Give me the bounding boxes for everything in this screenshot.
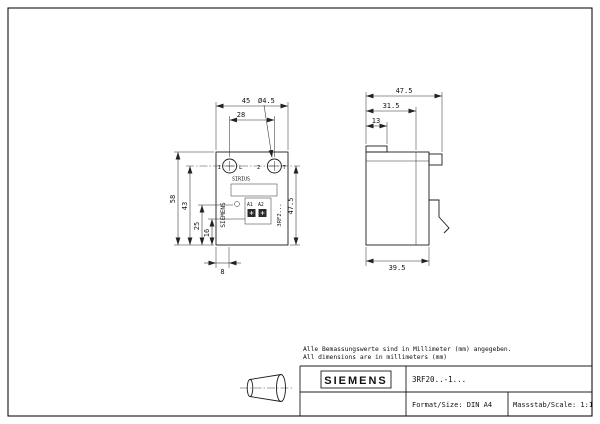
relay-body-side	[365, 151, 430, 246]
dim-front-width: 45	[242, 97, 250, 105]
dim-8: 8	[220, 268, 224, 276]
part-number: 3RF20..-1...	[412, 375, 466, 384]
dim-side-13: 13	[372, 117, 380, 125]
relay-body-front	[215, 151, 289, 246]
side-view-dimensions: 47.5 31.5 13 39.5	[365, 87, 443, 272]
rear-terminal	[428, 153, 443, 166]
side-view	[365, 145, 450, 246]
screw-terminal-1-icon	[222, 158, 238, 174]
dim-hole-diameter: Ø4.5	[258, 97, 275, 105]
notes: Alle Bemassungswerte sind in Millimeter …	[303, 346, 512, 361]
projection-symbol-icon	[240, 374, 292, 402]
front-view-dimensions: 45 28 Ø4.5 58 43 25 16 47.5 8	[169, 97, 300, 276]
dim-hole-spacing: 28	[237, 111, 245, 119]
brand-logo-box	[320, 370, 392, 389]
dim-front-height: 58	[169, 195, 177, 203]
front-view: 1 L 2 T SIRIUS A1 A2 SIEMENS 3RF2...	[186, 151, 300, 246]
dim-25: 25	[193, 222, 201, 230]
note-line-de: Alle Bemassungswerte sind in Millimeter …	[303, 346, 512, 353]
model-vertical-label: 3RF2...	[277, 203, 283, 226]
front-tab	[365, 145, 388, 153]
terminal-label-2: 2	[257, 165, 260, 171]
a1-label: A1	[247, 202, 253, 208]
status-led-icon	[234, 201, 240, 207]
dim-front-47-5: 47.5	[287, 198, 295, 215]
mounting-clip	[429, 199, 450, 234]
terminal-label-t: T	[283, 165, 287, 171]
dim-side-31-5: 31.5	[383, 102, 400, 110]
format-size: Format/Size: DIN A4	[412, 401, 492, 409]
dim-43: 43	[181, 202, 189, 210]
terminal-label-1: 1	[218, 165, 221, 171]
note-line-en: All dimensions are in millimeters (mm)	[303, 354, 447, 361]
sheet-border	[7, 7, 593, 417]
a2-label: A2	[258, 202, 264, 208]
scale: Massstab/Scale: 1:1	[513, 401, 593, 409]
sirius-label: SIRIUS	[232, 177, 250, 183]
brand-logo: SIEMENS	[324, 375, 388, 387]
terminal-label-l: L	[239, 165, 243, 171]
dim-side-39-5: 39.5	[389, 264, 406, 272]
control-terminal-block: A1 A2	[244, 197, 272, 225]
title-block: SIEMENS 3RF20..-1... Format/Size: DIN A4…	[299, 365, 593, 416]
screw-terminal-2-icon	[266, 158, 282, 174]
rating-plate	[230, 183, 278, 197]
dim-side-47-5: 47.5	[396, 87, 413, 95]
siemens-vertical-label: SIEMENS	[220, 202, 227, 228]
dim-16: 16	[203, 229, 211, 237]
